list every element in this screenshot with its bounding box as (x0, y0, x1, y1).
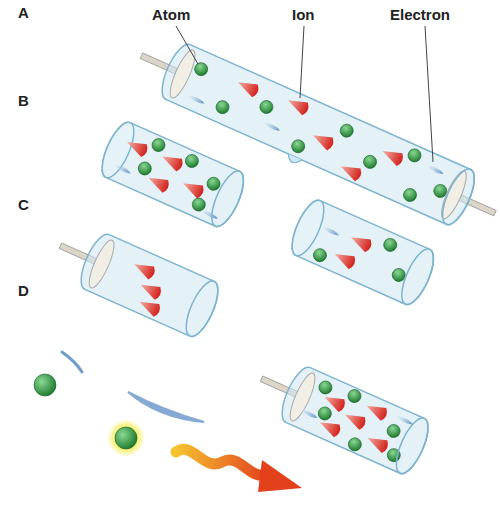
atom (34, 374, 56, 396)
glass-tube (96, 118, 250, 231)
ion (379, 146, 405, 168)
atom (183, 152, 200, 169)
atom (136, 160, 153, 177)
glass-tube (286, 196, 440, 309)
leader-line (425, 26, 433, 162)
electron (394, 414, 414, 426)
callout-label: Atom (152, 6, 190, 24)
ion (124, 137, 150, 159)
atom (290, 138, 307, 155)
electron (62, 352, 82, 372)
atom (150, 136, 167, 153)
electrode-disk (85, 237, 119, 290)
atom (316, 405, 333, 422)
part-letter: B (18, 92, 29, 110)
excited-glow (107, 419, 145, 457)
atom (401, 186, 418, 203)
ion (342, 409, 368, 431)
atom (193, 61, 210, 78)
tube-end (436, 165, 481, 229)
ion (136, 296, 162, 318)
tube-end (395, 245, 440, 309)
tube-end (390, 414, 435, 478)
ion (137, 279, 163, 301)
atom (190, 196, 207, 213)
electrode-disk (166, 47, 200, 100)
electron (185, 93, 205, 105)
tube-piece (249, 351, 434, 477)
part-letter: A (18, 4, 29, 22)
electron (298, 408, 318, 420)
tube-piece (286, 196, 440, 309)
atom (406, 147, 423, 164)
electron (199, 208, 219, 220)
ion (180, 178, 206, 200)
ion (310, 130, 336, 152)
atom (346, 387, 363, 404)
atom (385, 422, 402, 439)
atom (346, 436, 363, 453)
electron (320, 225, 340, 237)
tube-end (205, 167, 250, 231)
glass-nub (286, 154, 302, 166)
ion (337, 161, 363, 183)
ion (131, 259, 157, 281)
ion (235, 77, 261, 99)
electron (112, 163, 132, 175)
leader-line (300, 26, 304, 98)
electron (425, 164, 445, 176)
atom (338, 122, 355, 139)
atom (115, 427, 137, 449)
electrode-disk (286, 370, 320, 423)
light-arrowhead (258, 460, 302, 492)
ion (363, 400, 389, 422)
atom (361, 153, 378, 170)
ion (159, 151, 185, 173)
ion (285, 95, 311, 117)
atom (311, 247, 328, 264)
ion (317, 417, 343, 439)
tube-end (96, 118, 141, 182)
tube-piece (96, 118, 250, 231)
part-letter: C (18, 196, 29, 214)
atom (258, 98, 275, 115)
tube-end (180, 277, 225, 341)
callout-label: Electron (390, 6, 450, 24)
glass-tube (75, 230, 225, 341)
leader-line (176, 26, 198, 64)
ion (331, 249, 357, 271)
electron (261, 120, 281, 132)
tube-piece (48, 218, 224, 340)
atom (214, 99, 231, 116)
atom (317, 379, 334, 396)
glass-tube (276, 363, 435, 478)
atom (382, 236, 399, 253)
ion (145, 172, 171, 194)
ion (348, 232, 374, 254)
light-wave (176, 449, 268, 475)
part-letter: D (18, 282, 29, 300)
callout-label: Ion (292, 6, 315, 24)
electron-path (128, 392, 204, 422)
ion (364, 433, 390, 455)
